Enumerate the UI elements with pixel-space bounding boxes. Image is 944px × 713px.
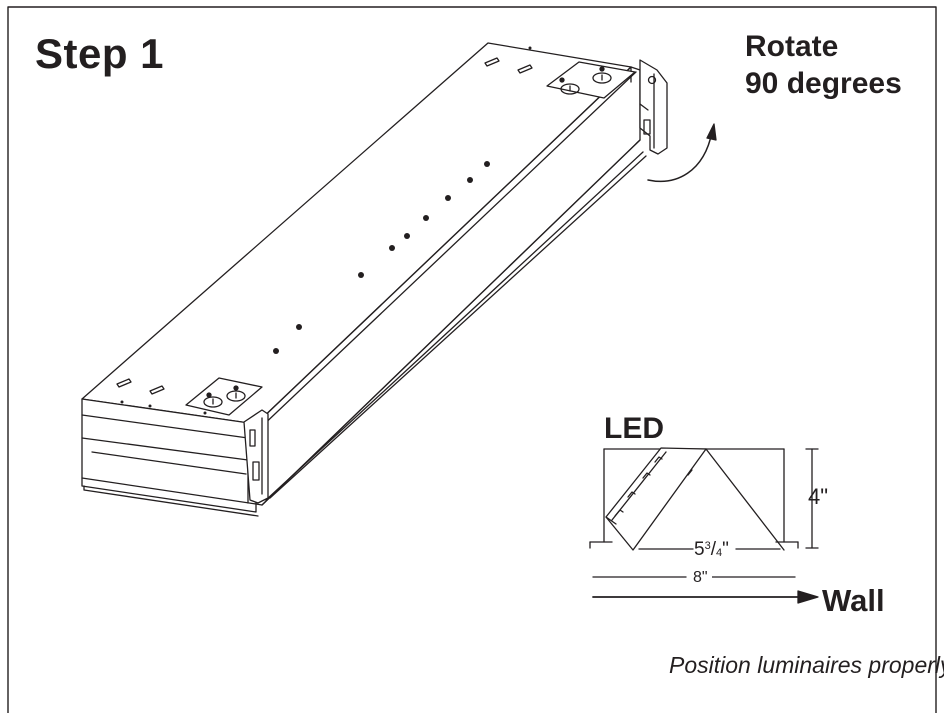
outer-width-dimension: 8" <box>689 569 712 587</box>
inner-width-whole: 5 <box>694 539 705 560</box>
inner-width-denominator: 4 <box>715 547 723 559</box>
wall-label: Wall <box>822 583 885 618</box>
rotation-bracket <box>639 59 668 155</box>
led-label: LED <box>604 412 664 445</box>
inner-width-dimension: 53/4" <box>694 539 729 560</box>
inner-width-numerator: 3 <box>704 540 711 552</box>
inner-width-unit: " <box>722 539 729 560</box>
panel-border <box>7 6 937 713</box>
wall-arrow-icon <box>797 590 819 604</box>
rotate-arrow-icon <box>647 123 717 183</box>
step-title: Step 1 <box>35 30 165 77</box>
cross-section-diagram <box>589 447 819 604</box>
luminaire-housing <box>81 42 647 517</box>
housing-knockouts <box>116 57 533 395</box>
junction-box-back <box>546 61 636 99</box>
junction-box-front <box>185 377 263 416</box>
rotate-instruction-line2: 90 degrees <box>745 67 902 100</box>
height-dimension: 4" <box>808 484 829 509</box>
housing-holes <box>120 46 532 415</box>
caption: Position luminaires properly. <box>669 652 944 678</box>
front-bracket <box>243 409 269 504</box>
rotate-instruction-line1: Rotate <box>745 30 839 63</box>
